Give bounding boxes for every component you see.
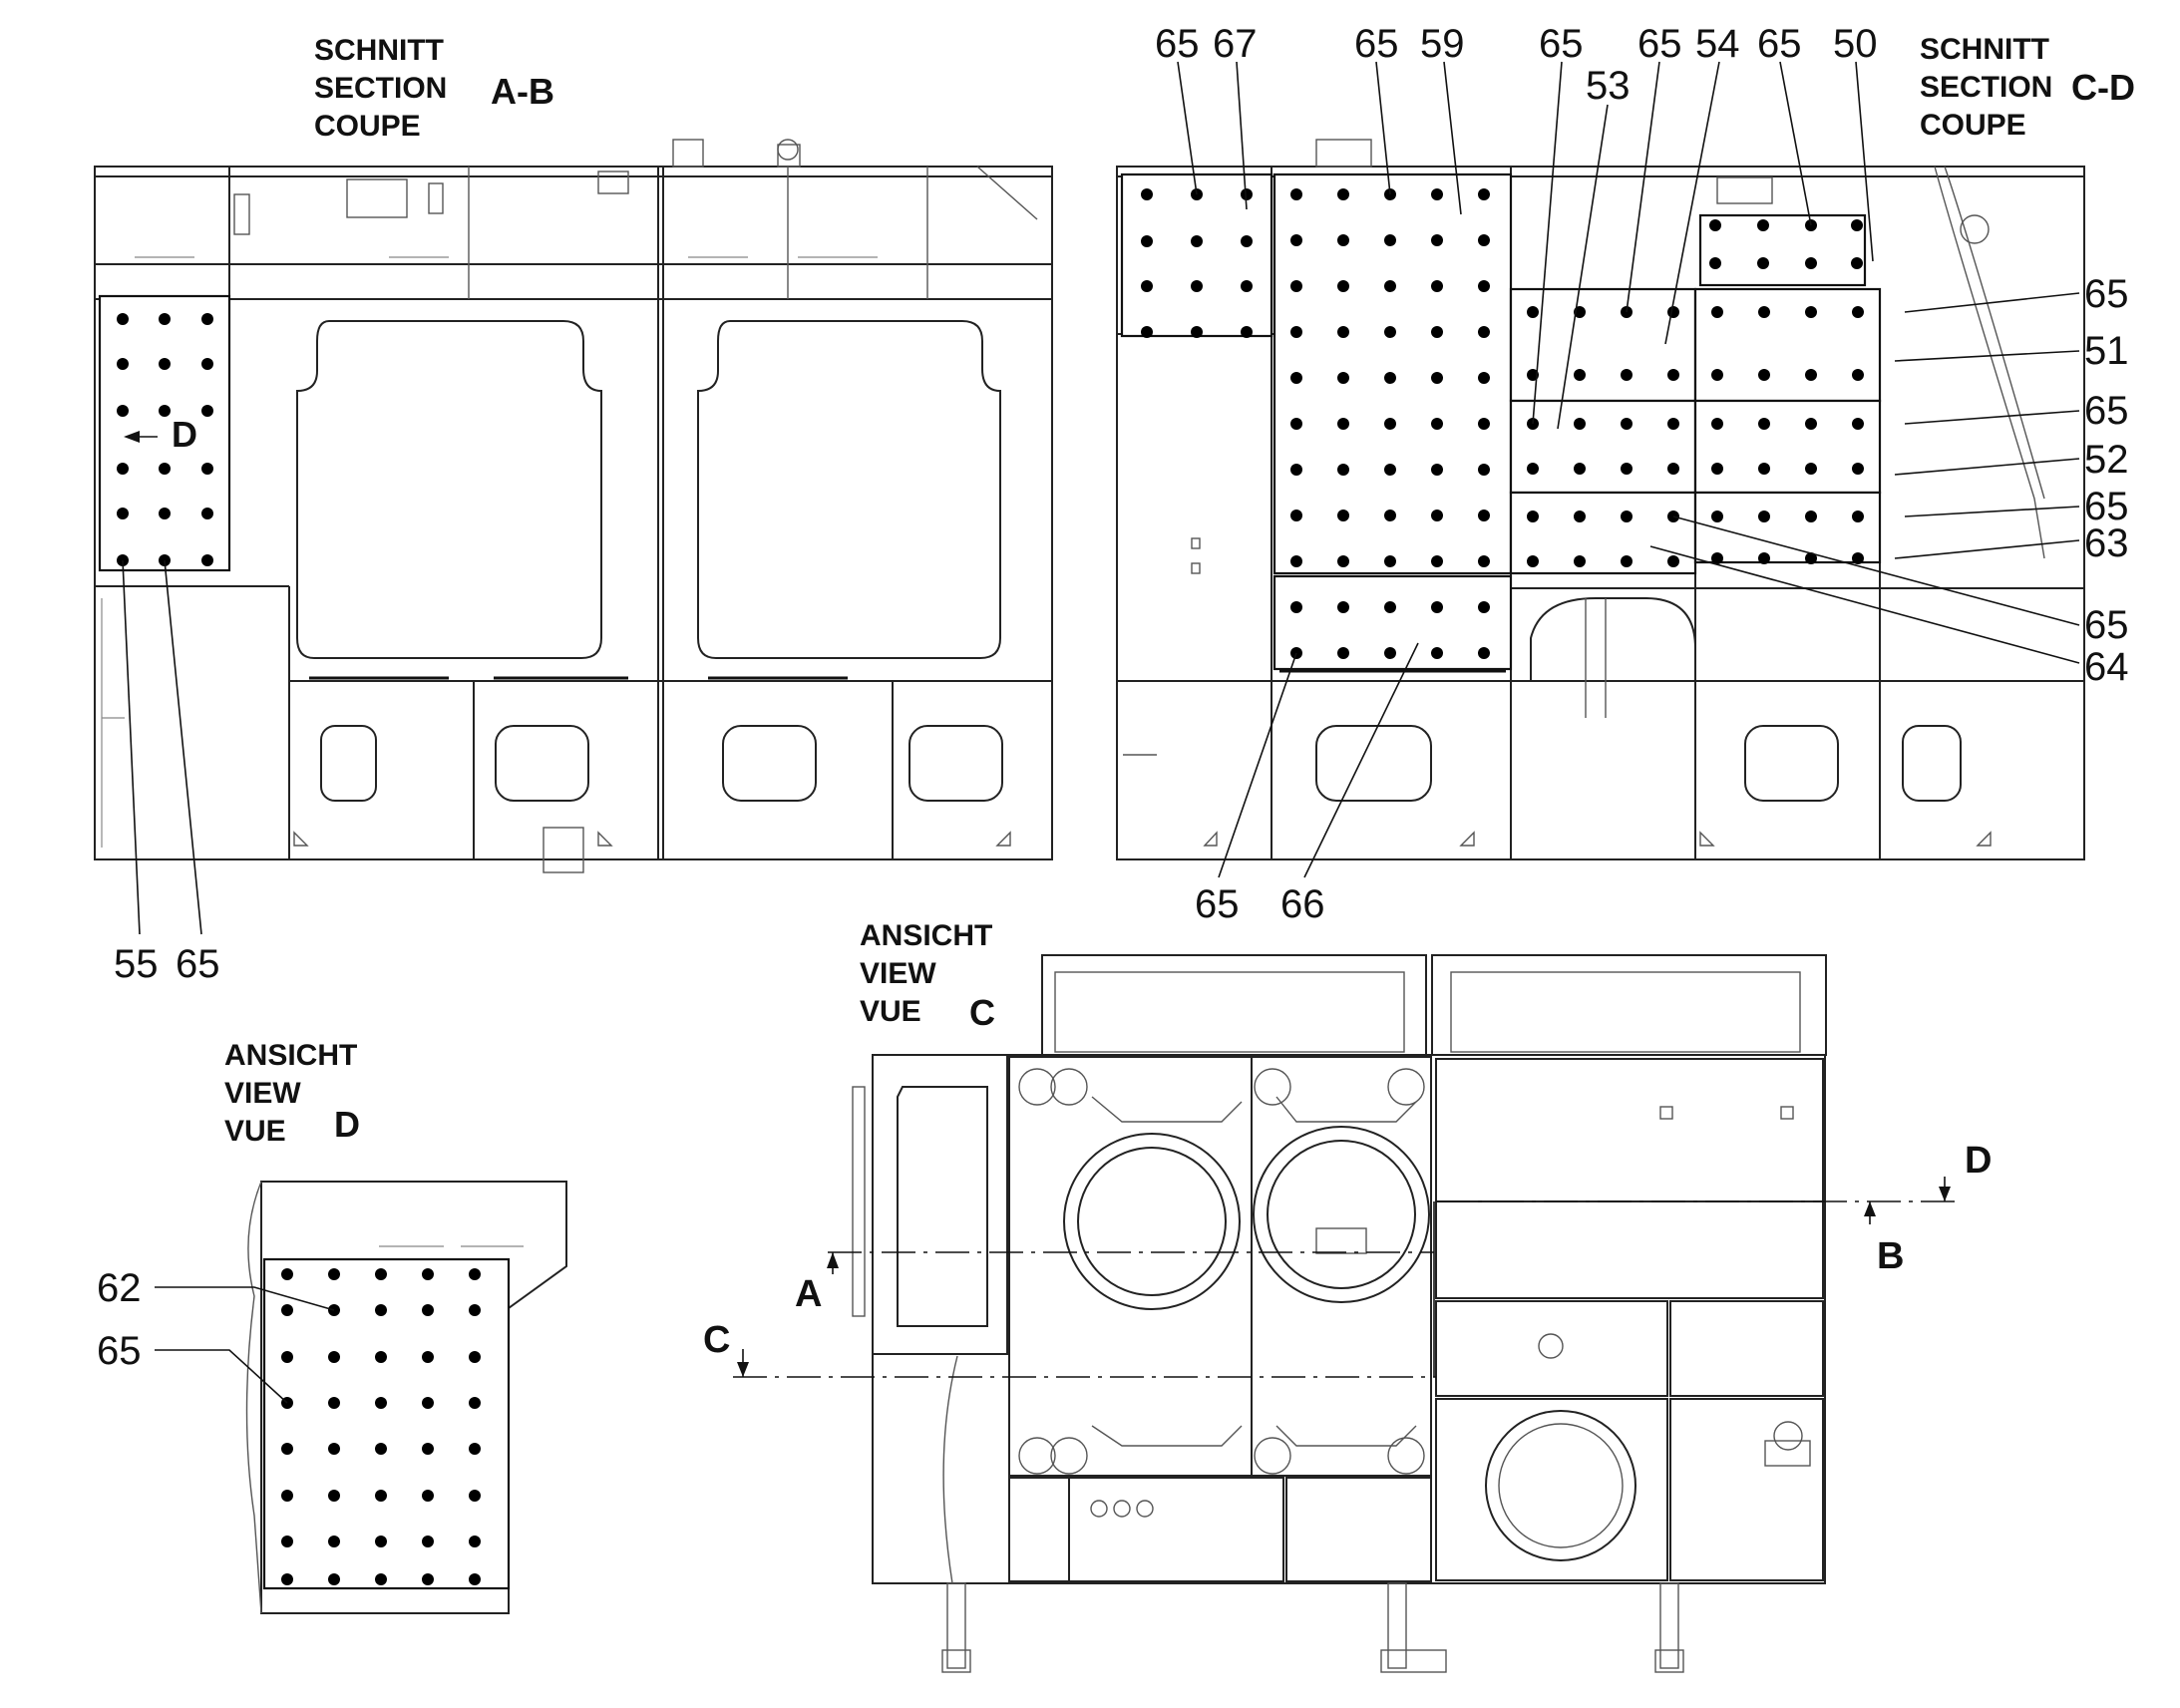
view-c-title: ANSICHT VIEW VUE C xyxy=(860,919,995,1033)
callout-52: 52 xyxy=(2084,438,2129,482)
callout-66: 66 xyxy=(1280,882,1325,926)
view-d-title-line-2: VIEW xyxy=(224,1077,301,1110)
callout-55: 55 xyxy=(114,942,159,986)
section-ab-title-line-1: SCHNITT xyxy=(314,34,444,67)
section-ab-title-line-3: COUPE xyxy=(314,110,421,143)
view-d-designation: D xyxy=(334,1104,360,1145)
view-d-title-line-1: ANSICHT xyxy=(224,1039,357,1072)
callouts-ab: 55 65 xyxy=(114,942,220,986)
callout-54: 54 xyxy=(1695,22,1740,66)
callout-64: 64 xyxy=(2084,645,2129,689)
callout-65: 65 xyxy=(1757,22,1802,66)
callout-65: 65 xyxy=(2084,485,2129,528)
section-ab-title: SCHNITT SECTION COUPE A-B D xyxy=(172,34,554,455)
view-c-designation: C xyxy=(969,992,995,1033)
view-c-title-line-2: VIEW xyxy=(860,957,936,990)
callout-65: 65 xyxy=(2084,603,2129,647)
cut-markers: A B C D xyxy=(703,1140,1992,1361)
section-ab-title-line-2: SECTION xyxy=(314,72,447,105)
callout-50: 50 xyxy=(1833,22,1878,66)
section-cd-title-line-2: SECTION xyxy=(1920,71,2052,104)
callout-65: 65 xyxy=(97,1329,142,1373)
callout-63: 63 xyxy=(2084,521,2129,565)
view-c-title-line-1: ANSICHT xyxy=(860,919,992,952)
callout-65: 65 xyxy=(1354,22,1399,66)
callout-53: 53 xyxy=(1586,64,1631,108)
callouts-cd-right: 65 51 65 52 65 63 65 64 xyxy=(2084,272,2129,689)
view-d-title: ANSICHT VIEW VUE D xyxy=(224,1039,360,1148)
view-d-marker: D xyxy=(172,414,197,455)
callout-59: 59 xyxy=(1420,22,1465,66)
section-cd-designation: C-D xyxy=(2071,67,2135,108)
section-cd-title-line-1: SCHNITT xyxy=(1920,33,2049,66)
section-cd-title-line-3: COUPE xyxy=(1920,109,2026,142)
callout-62: 62 xyxy=(97,1266,142,1310)
callout-65: 65 xyxy=(2084,272,2129,316)
callouts-cd-bottom: 65 66 xyxy=(1195,882,1325,926)
cut-marker-a: A xyxy=(795,1273,822,1315)
cut-marker-d: D xyxy=(1965,1140,1992,1182)
view-d-title-line-3: VUE xyxy=(224,1115,286,1148)
callout-65: 65 xyxy=(1637,22,1682,66)
section-cd-title: SCHNITT SECTION COUPE C-D xyxy=(1920,33,2135,142)
cut-marker-b: B xyxy=(1877,1235,1904,1277)
view-c-title-line-3: VUE xyxy=(860,995,921,1028)
view-d-drawing xyxy=(155,1181,567,1614)
view-c-drawing xyxy=(733,954,1955,1673)
cut-marker-c: C xyxy=(703,1319,730,1361)
section-ab-designation: A-B xyxy=(491,71,554,112)
callout-65: 65 xyxy=(1155,22,1200,66)
callout-65: 65 xyxy=(176,942,220,986)
callout-65: 65 xyxy=(1195,882,1240,926)
section-ab-drawing xyxy=(94,139,1053,935)
callout-65: 65 xyxy=(2084,389,2129,433)
callouts-cd-top: 65 67 65 59 65 53 65 54 65 50 xyxy=(1155,22,1878,108)
callout-65: 65 xyxy=(1539,22,1584,66)
callout-51: 51 xyxy=(2084,329,2129,373)
section-cd-drawing xyxy=(1116,61,2085,878)
callouts-d: 62 65 xyxy=(97,1266,142,1373)
callout-67: 67 xyxy=(1213,22,1258,66)
